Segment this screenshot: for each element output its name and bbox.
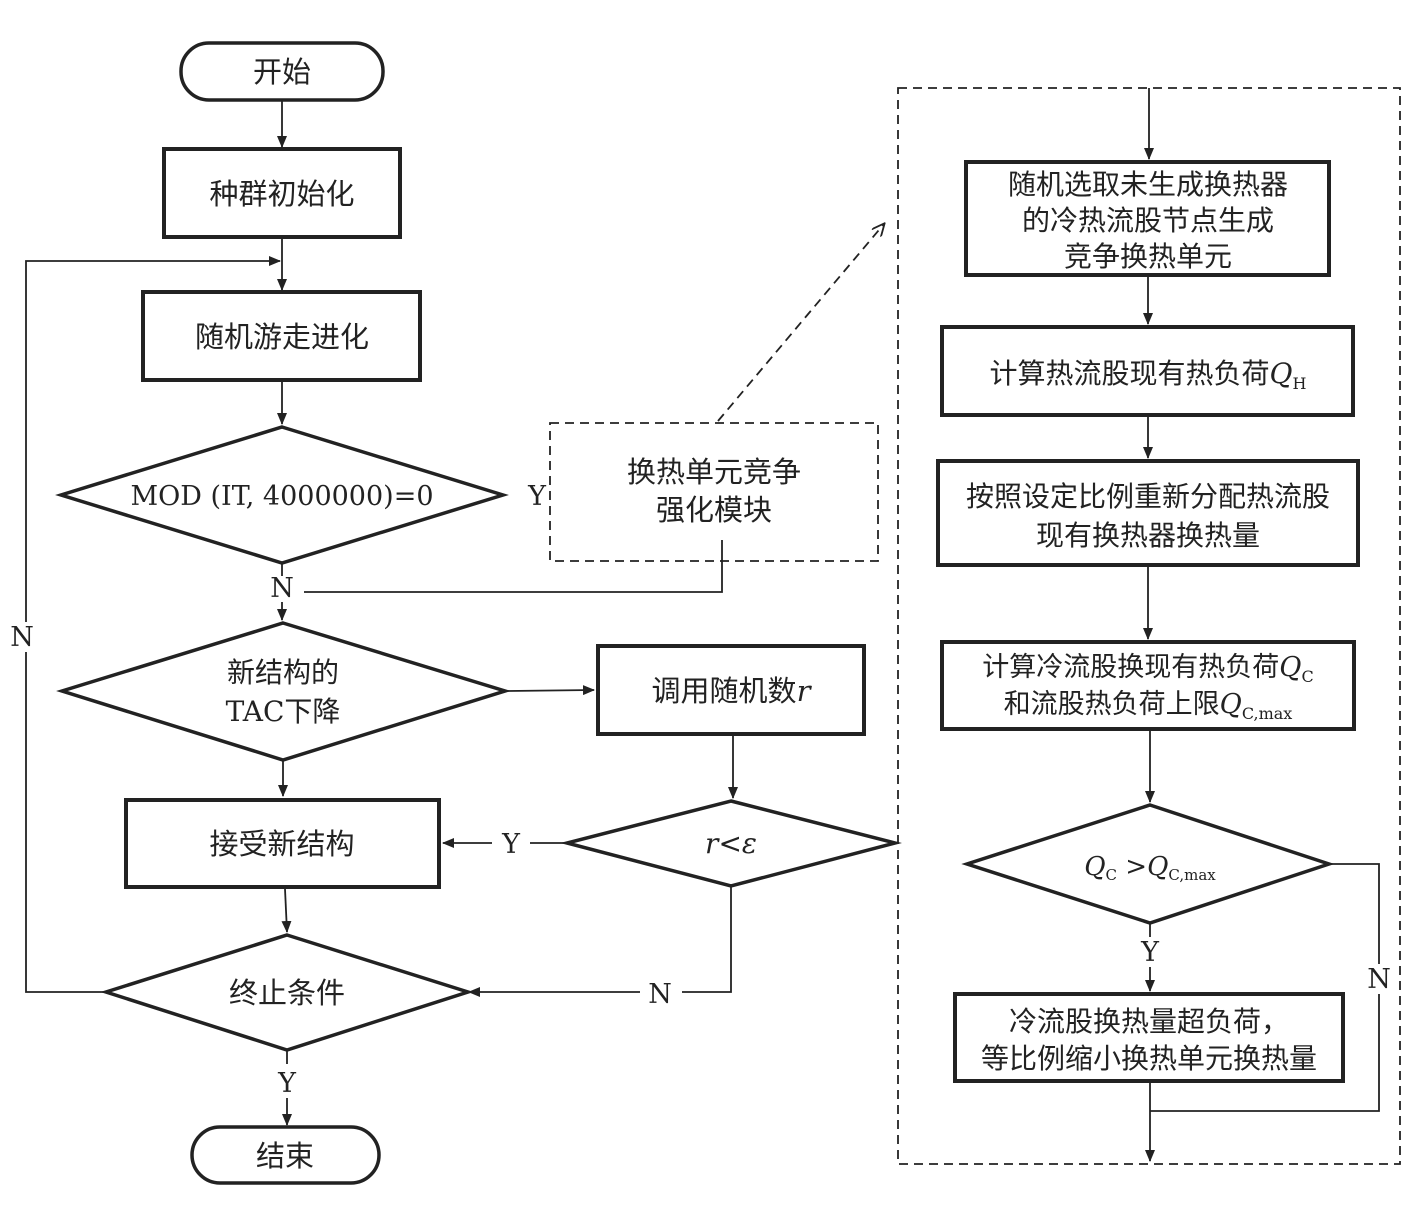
arrow-accept-term	[281, 888, 292, 933]
accept-label: 接受新结构	[209, 827, 354, 861]
step4-line2: 和流股热负荷上限QC,max	[1004, 689, 1293, 723]
mod-decision: MOD (IT, 4000000)=0	[55, 425, 509, 565]
overload-yes-label: Y	[1140, 937, 1160, 968]
mod-no-label: N	[270, 573, 294, 604]
line-module-return	[304, 540, 723, 593]
random-walk-label: 随机游走进化	[195, 320, 369, 354]
mod-yes-label: Y	[527, 481, 547, 512]
step3-box: 按照设定比例重新分配热流股 现有换热器换热量	[936, 459, 1360, 567]
terminate-label: 终止条件	[229, 976, 345, 1010]
detail-panel	[897, 87, 1401, 1165]
step4-box: 计算冷流股换现有热负荷QC 和流股热负荷上限QC,max	[940, 640, 1356, 731]
dashed-arrow-to-detail	[717, 224, 884, 422]
step3-line1: 按照设定比例重新分配热流股	[966, 480, 1330, 513]
call-random-label: 调用随机数r	[652, 674, 813, 708]
overload-decision: QC >QC,max	[961, 803, 1335, 925]
loop-no-label: N	[10, 622, 34, 653]
mod-condition-label: MOD (IT, 4000000)=0	[131, 481, 434, 512]
r-no-label: N	[648, 979, 672, 1010]
start-label: 开始	[253, 55, 311, 89]
arrow-tac-random	[504, 685, 595, 696]
module-line1: 换热单元竞争	[627, 455, 801, 489]
step1-line3: 竞争换热单元	[1064, 240, 1232, 273]
step1-line1: 随机选取未生成换热器	[1008, 168, 1288, 201]
r-epsilon-decision: r<ε	[560, 799, 902, 888]
tac-line1: 新结构的	[227, 656, 339, 689]
step5-box: 冷流股换热量超负荷， 等比例缩小换热单元换热量	[953, 992, 1345, 1083]
step4-line1: 计算冷流股换现有热负荷QC	[982, 652, 1313, 686]
r-yes-label: Y	[501, 829, 521, 860]
step5-line1: 冷流股换热量超负荷，	[1009, 1005, 1289, 1038]
start-terminal: 开始	[179, 41, 385, 102]
overload-condition: QC >QC,max	[1084, 852, 1216, 884]
init-box: 种群初始化	[162, 147, 402, 239]
line-r-no	[682, 886, 732, 993]
competition-module-box: 换热单元竞争 强化模块	[549, 422, 879, 562]
module-line2: 强化模块	[656, 493, 772, 527]
overload-no-label: N	[1367, 964, 1391, 995]
r-epsilon-label: r<ε	[705, 827, 757, 860]
step1-line2: 的冷热流股节点生成	[1022, 204, 1274, 237]
terminate-decision: 终止条件	[100, 933, 474, 1052]
step2-box: 计算热流股现有热负荷QH	[940, 325, 1355, 417]
init-label: 种群初始化	[209, 177, 354, 211]
tac-line2: TAC下降	[226, 695, 341, 728]
end-terminal: 结束	[190, 1125, 381, 1185]
term-yes-label: Y	[277, 1068, 297, 1099]
call-random-box: 调用随机数r	[596, 644, 866, 736]
accept-box: 接受新结构	[124, 798, 441, 889]
step5-line2: 等比例缩小换热单元换热量	[981, 1042, 1317, 1075]
loop-label-bg	[8, 622, 44, 652]
step3-line2: 现有换热器换热量	[1036, 519, 1260, 552]
tac-decision: 新结构的 TAC下降	[56, 621, 511, 762]
random-walk-box: 随机游走进化	[141, 290, 422, 382]
overload-no-bg	[1363, 964, 1395, 994]
step2-label: 计算热流股现有热负荷QH	[990, 357, 1307, 393]
end-label: 结束	[256, 1139, 314, 1173]
step1-box: 随机选取未生成换热器 的冷热流股节点生成 竞争换热单元	[964, 160, 1331, 277]
